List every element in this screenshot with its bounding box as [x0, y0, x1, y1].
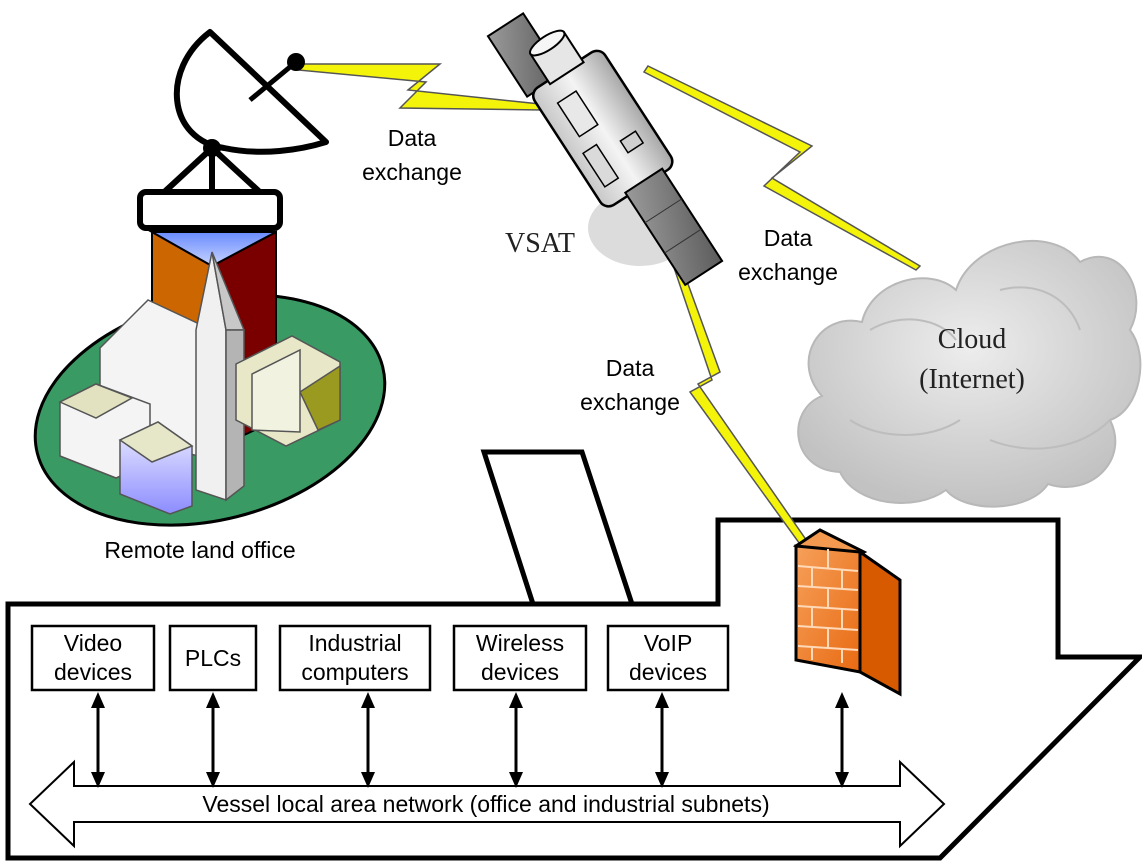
- cloud-label-line2: (Internet): [919, 364, 1025, 395]
- link-labels: Data exchange Data exchange Data exchang…: [362, 125, 838, 415]
- dish-feed: [287, 53, 305, 71]
- cloud-internet: Cloud (Internet): [797, 240, 1142, 508]
- device-box-plcs: PLCs: [168, 624, 258, 692]
- tower-top: [148, 231, 277, 268]
- device-label-voip-line1: VoIP: [644, 630, 693, 656]
- device-label-wireless-line1: Wireless: [476, 630, 564, 656]
- cloud-shape: [797, 240, 1142, 508]
- link-label-satellite-cloud-line1: Data: [764, 225, 813, 251]
- cloud-label-line1: Cloud: [938, 324, 1006, 355]
- link-label-satellite-firewall-line2: exchange: [580, 389, 680, 415]
- lan-label: Vessel local area network (office and in…: [202, 791, 769, 817]
- connector-industrial: [361, 692, 375, 788]
- device-label-industrial-line1: Industrial: [308, 630, 401, 656]
- connector-voip: [655, 692, 669, 788]
- lightning-satellite-cloud: [642, 65, 922, 271]
- connector-video: [91, 692, 105, 788]
- device-connectors: [91, 692, 849, 788]
- device-boxes: Video devices PLCs Industrial computers …: [30, 624, 730, 692]
- dish-base: [137, 189, 283, 231]
- device-label-video-line2: devices: [54, 659, 132, 685]
- lightning-dish-satellite: [297, 63, 544, 111]
- connector-wireless: [509, 692, 523, 788]
- device-label-wireless-line2: devices: [481, 659, 559, 685]
- satellite-label: VSAT: [505, 228, 575, 259]
- link-label-dish-satellite-line1: Data: [388, 125, 437, 151]
- solar-panel-lower: [623, 167, 724, 287]
- device-label-video-line1: Video: [64, 630, 122, 656]
- device-box-industrial: Industrial computers: [278, 624, 432, 692]
- remote-office-label: Remote land office: [104, 537, 295, 563]
- link-label-satellite-cloud-line2: exchange: [738, 259, 838, 285]
- lightning-satellite-firewall: [665, 238, 818, 560]
- device-box-video: Video devices: [30, 624, 156, 692]
- firewall-icon: [792, 528, 902, 697]
- device-label-plcs: PLCs: [185, 645, 241, 671]
- connector-plcs: [206, 692, 220, 788]
- lan-bus-arrow: [28, 759, 946, 849]
- remote-land-office-illustration: Remote land office: [33, 230, 387, 563]
- vessel-mast: [480, 449, 636, 607]
- satellite-dish-icon: [137, 29, 329, 231]
- device-label-industrial-line2: computers: [301, 659, 408, 685]
- link-label-dish-satellite-line2: exchange: [362, 159, 462, 185]
- dish-reflector: [173, 29, 329, 155]
- device-box-wireless: Wireless devices: [452, 624, 588, 692]
- link-label-satellite-firewall-line1: Data: [606, 355, 655, 381]
- satellite-icon: VSAT: [486, 11, 724, 287]
- device-label-voip-line2: devices: [629, 659, 707, 685]
- device-box-voip: VoIP devices: [606, 624, 730, 692]
- connector-firewall: [835, 692, 849, 788]
